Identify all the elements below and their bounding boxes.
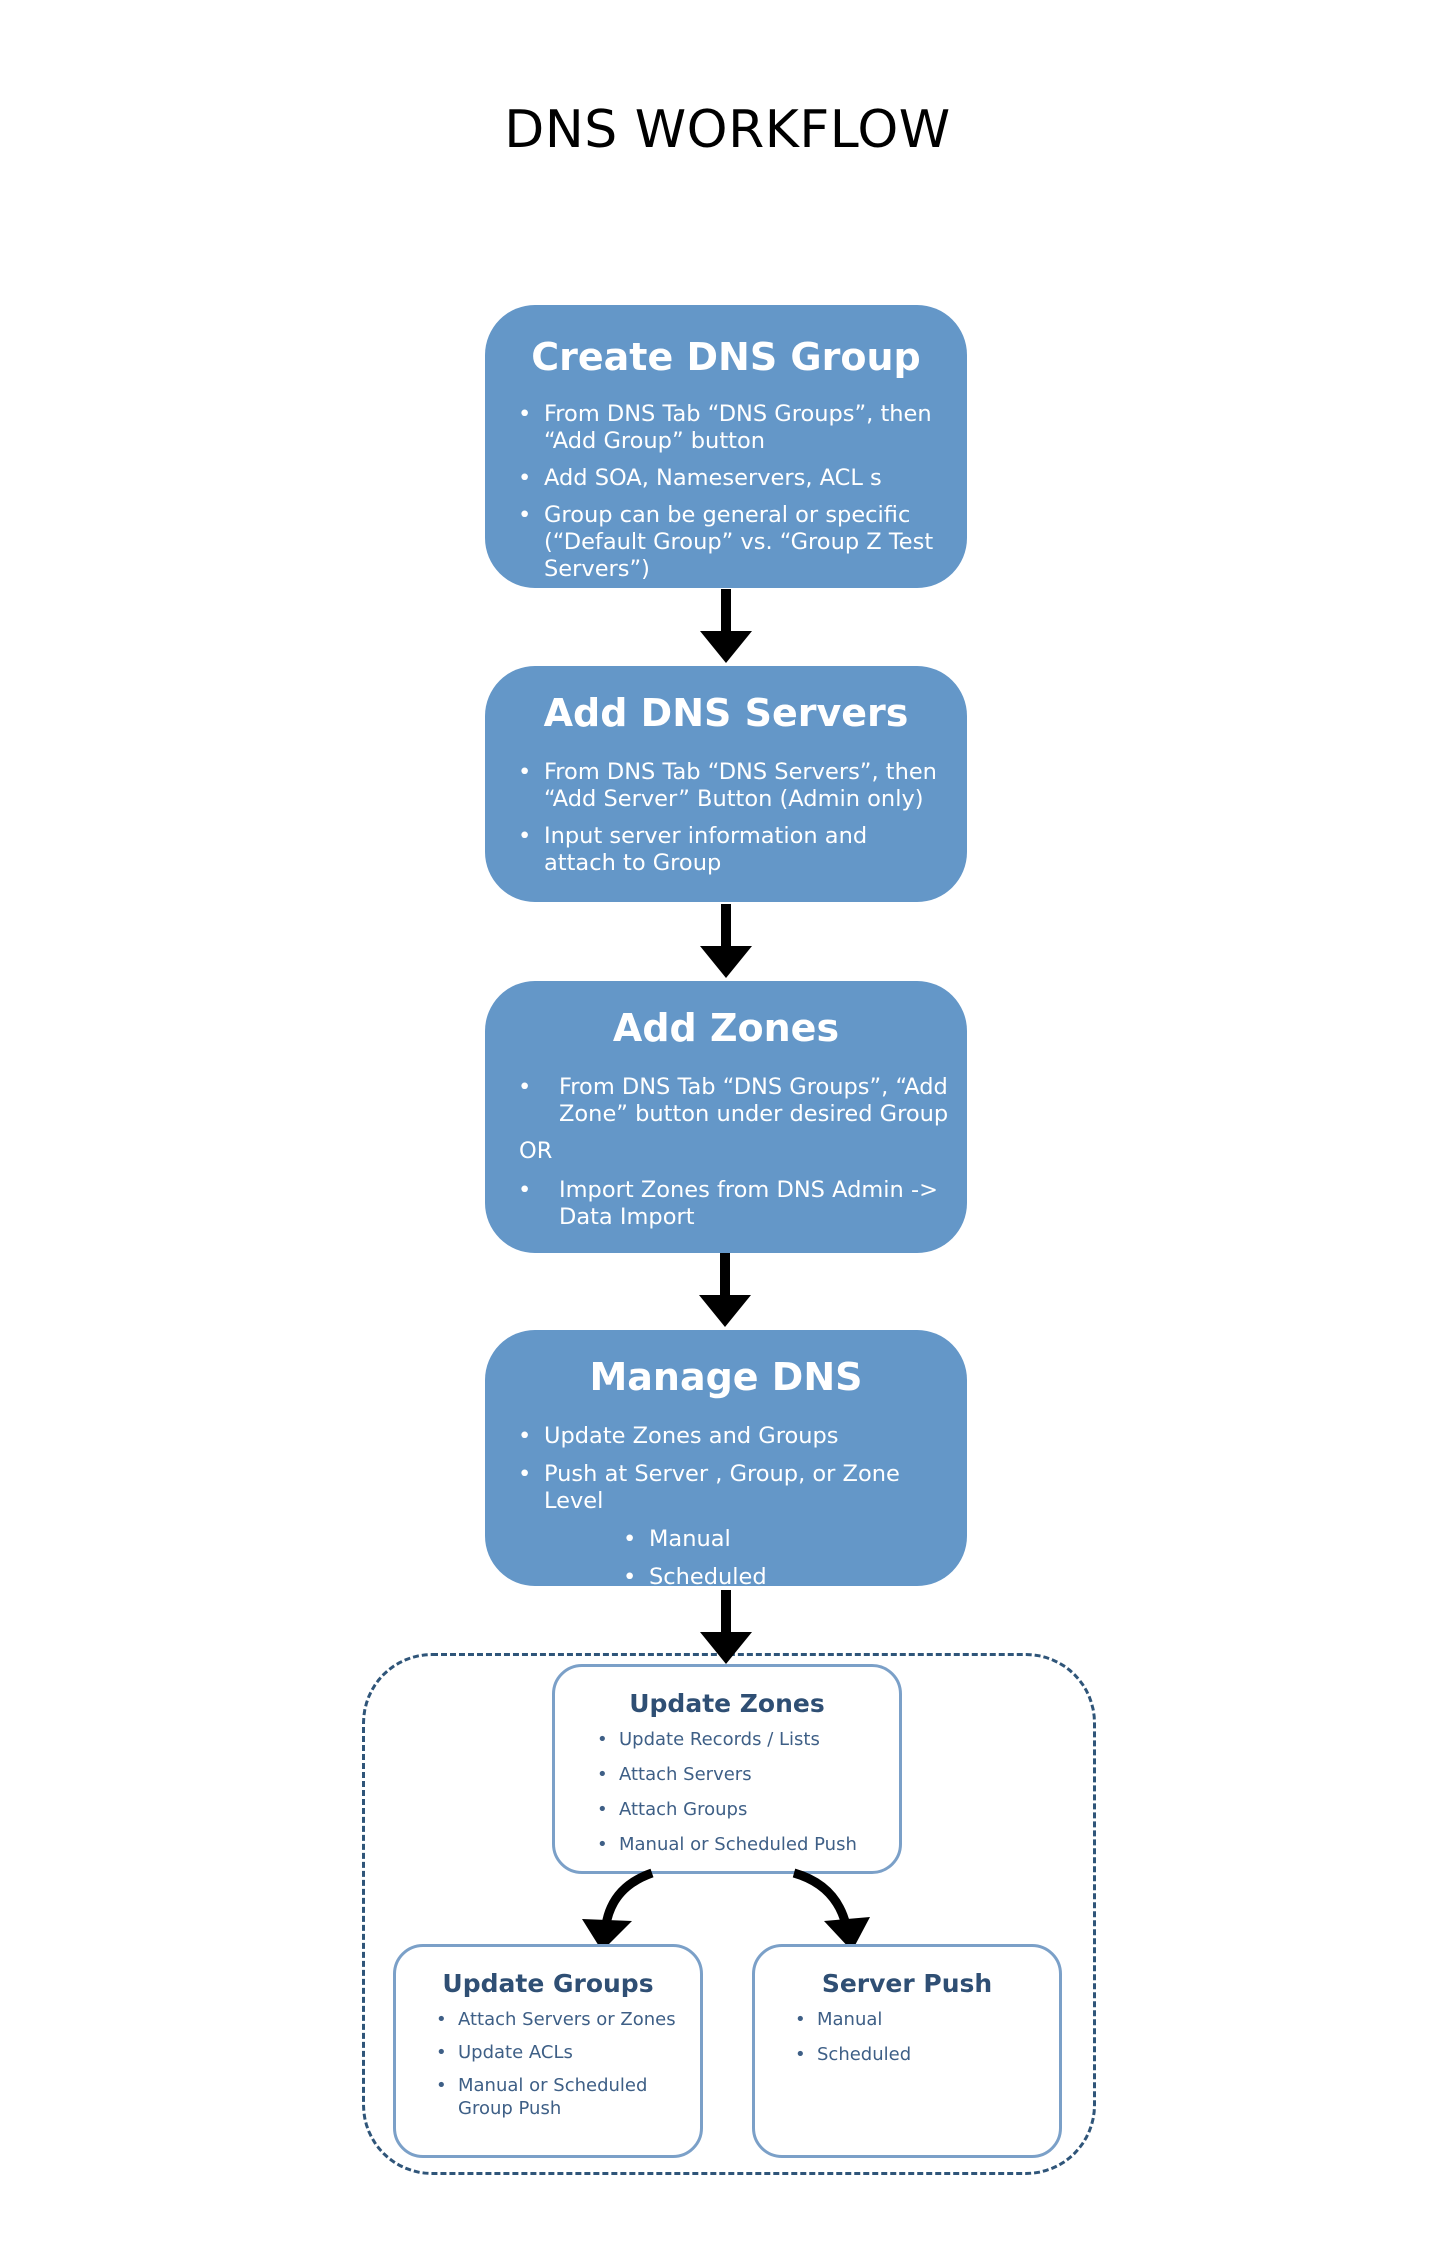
- update-zones-box: Update Zones Update Records / Lists Atta…: [552, 1664, 902, 1874]
- curved-arrow-right: [792, 1868, 870, 1951]
- step-bullet: Group can be general or specific (“Defau…: [518, 502, 944, 583]
- step-heading: Add Zones: [612, 1006, 840, 1050]
- step-heading: Add DNS Servers: [543, 691, 909, 735]
- step-sub-bullet: Scheduled: [623, 1564, 967, 1591]
- step-sub-bullet-list: Manual Scheduled: [623, 1526, 967, 1591]
- step-bullet: Update Zones and Groups: [518, 1423, 954, 1450]
- down-arrow-2: [700, 904, 752, 978]
- step-sub-bullet: Manual: [623, 1526, 967, 1553]
- diagram-title: DNS WORKFLOW: [504, 100, 951, 160]
- box-heading: Update Zones: [629, 1689, 825, 1718]
- down-arrow-4: [700, 1590, 752, 1664]
- box-bullet: Attach Servers or Zones: [436, 2008, 678, 2031]
- box-bullet: Attach Groups: [597, 1798, 899, 1821]
- box-bullet: Manual or Scheduled Push: [597, 1833, 899, 1856]
- update-groups-box: Update Groups Attach Servers or Zones Up…: [393, 1944, 703, 2158]
- step-bullet: Add SOA, Nameservers, ACL s: [518, 465, 944, 492]
- down-arrow-1: [700, 589, 752, 663]
- step-bullet-list: Update Zones and Groups Push at Server ,…: [518, 1423, 954, 1515]
- step-bullet-list: Import Zones from DNS Admin -> Data Impo…: [518, 1177, 949, 1231]
- step-bullet-list: From DNS Tab “DNS Groups”, “Add Zone” bu…: [518, 1074, 949, 1128]
- down-arrow-3: [699, 1253, 751, 1327]
- curved-arrow-left: [582, 1868, 654, 1951]
- or-label: OR: [519, 1138, 553, 1164]
- box-heading: Server Push: [821, 1969, 993, 1998]
- step-bullet-list: From DNS Tab “DNS Servers”, then “Add Se…: [518, 759, 944, 877]
- box-bullet-list: Manual Scheduled: [795, 2008, 1059, 2066]
- step-bullet-list: From DNS Tab “DNS Groups”, then “Add Gro…: [518, 401, 944, 583]
- server-push-box: Server Push Manual Scheduled: [752, 1944, 1062, 2158]
- step-heading: Create DNS Group: [531, 335, 921, 379]
- box-bullet: Manual: [795, 2008, 1059, 2031]
- step-bullet: Push at Server , Group, or Zone Level: [518, 1461, 954, 1515]
- box-bullet: Update Records / Lists: [597, 1728, 899, 1751]
- step-manage-dns: Manage DNS Update Zones and Groups Push …: [485, 1330, 967, 1591]
- step-add-zones: Add Zones From DNS Tab “DNS Groups”, “Ad…: [485, 981, 967, 1253]
- box-bullet-list: Attach Servers or Zones Update ACLs Manu…: [436, 2008, 678, 2120]
- box-bullet: Manual or Scheduled Group Push: [436, 2074, 678, 2120]
- step-create-dns-group: Create DNS Group From DNS Tab “DNS Group…: [485, 305, 967, 588]
- box-heading: Update Groups: [442, 1969, 654, 1998]
- step-bullet: Input server information and attach to G…: [518, 823, 944, 877]
- step-bullet: From DNS Tab “DNS Groups”, “Add Zone” bu…: [518, 1074, 949, 1128]
- box-bullet: Scheduled: [795, 2043, 1059, 2066]
- step-bullet: From DNS Tab “DNS Groups”, then “Add Gro…: [518, 401, 944, 455]
- box-bullet: Attach Servers: [597, 1763, 899, 1786]
- step-bullet: Import Zones from DNS Admin -> Data Impo…: [518, 1177, 949, 1231]
- step-bullet: From DNS Tab “DNS Servers”, then “Add Se…: [518, 759, 944, 813]
- box-bullet: Update ACLs: [436, 2041, 678, 2064]
- step-add-dns-servers: Add DNS Servers From DNS Tab “DNS Server…: [485, 666, 967, 902]
- step-heading: Manage DNS: [589, 1355, 863, 1399]
- box-bullet-list: Update Records / Lists Attach Servers At…: [597, 1728, 899, 1856]
